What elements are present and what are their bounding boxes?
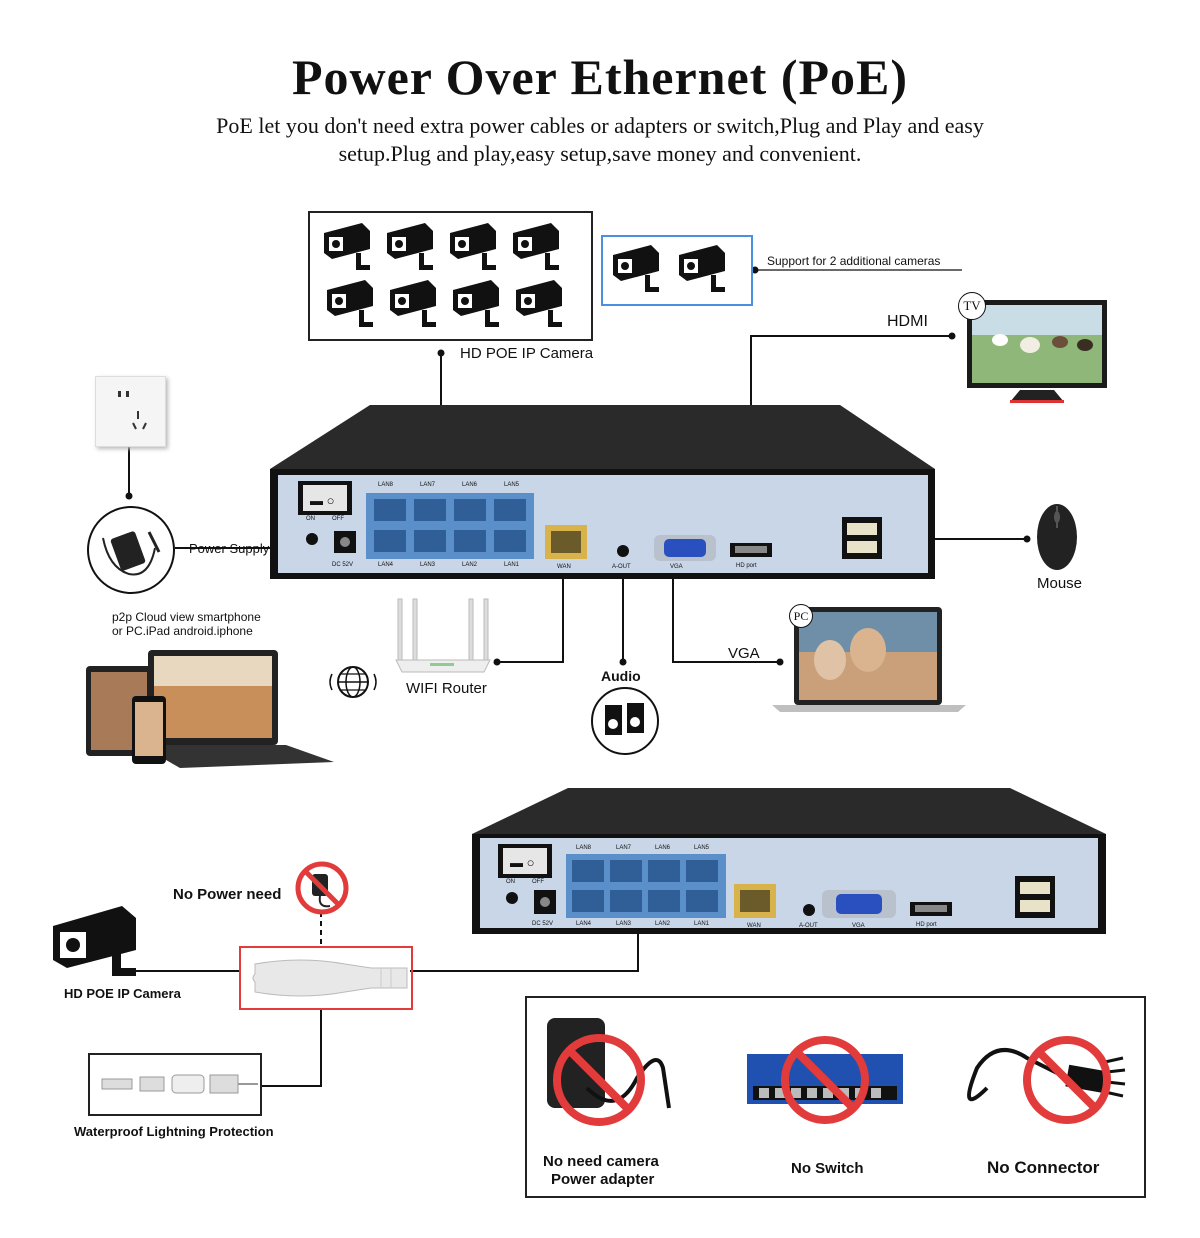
lan7-label-bottom: LAN7	[616, 845, 632, 851]
lan3-label-bottom: LAN3	[616, 921, 632, 927]
lan7-label: LAN7	[420, 482, 436, 488]
no-switch-label: No Switch	[791, 1160, 864, 1177]
lan8-label-bottom: LAN8	[576, 845, 592, 851]
lan2-label-bottom: LAN2	[655, 921, 671, 927]
no-adapter-line-2: Power adapter	[551, 1171, 655, 1188]
switch-off-label-bottom: OFF	[532, 879, 544, 885]
mouse-label: Mouse	[1037, 575, 1083, 592]
p2p-line-2: or PC.iPad android.iphone	[112, 624, 253, 638]
switch-on-label: ON	[306, 516, 315, 522]
hd-port-label: HD port	[736, 563, 757, 569]
camera-group-box	[308, 211, 593, 341]
switch-off-label: OFF	[332, 516, 344, 522]
power-supply-icon	[87, 506, 175, 594]
switch-on-label-bottom: ON	[506, 879, 515, 885]
no-power-need-label: No Power need	[173, 886, 282, 903]
tv-badge: TV	[958, 292, 986, 320]
waterproof-box	[88, 1053, 262, 1116]
audio-label: Audio	[601, 668, 641, 684]
no-connector-label: No Connector	[987, 1158, 1100, 1177]
hd-port-label-bottom: HD port	[916, 922, 937, 928]
vga-label: VGA	[728, 645, 760, 662]
nvr-body-bottom	[472, 788, 1106, 934]
additional-camera-box	[601, 235, 753, 306]
power-switch-glyph-bottom[interactable]: ▬ ○	[510, 855, 535, 870]
lan1-label-bottom: LAN1	[694, 921, 710, 927]
power-switch-glyph[interactable]: ▬ ○	[310, 493, 335, 508]
speaker-icon	[591, 687, 659, 755]
lan2-label: LAN2	[462, 562, 478, 568]
nvr-recorder-bottom: ▬ ○ ON OFF LAN8 LAN7 LAN6 LAN5 LAN4 LAN3…	[472, 788, 1106, 934]
no-adapter-line-1: No need camera	[543, 1153, 659, 1170]
waterproof-glyph	[101, 1074, 258, 1094]
hdmi-label: HDMI	[887, 313, 928, 330]
nvr-recorder-top: ▬ ○ ON OFF LAN8 LAN7 LAN6 LAN5 LAN4 LAN3…	[270, 405, 935, 579]
no-needs-panel: No need camera Power adapter No Switch N…	[525, 996, 1146, 1198]
nvr-body	[270, 405, 935, 579]
hd-poe-camera-label-top: HD POE IP Camera	[460, 345, 594, 362]
additional-camera-icons	[613, 245, 725, 292]
dc-label: DC 52V	[332, 562, 354, 568]
lan4-label: LAN4	[378, 562, 394, 568]
lan5-label-bottom: LAN5	[694, 845, 710, 851]
camera-icons	[324, 223, 562, 327]
hd-poe-camera-label-bottom: HD POE IP Camera	[64, 986, 181, 1001]
support-cameras-label: Support for 2 additional cameras	[767, 254, 941, 268]
page-title: Power Over Ethernet (PoE)	[291, 49, 909, 105]
wan-label-bottom: WAN	[747, 923, 761, 929]
aout-label-bottom: A-OUT	[799, 923, 818, 929]
lan3-label: LAN3	[420, 562, 436, 568]
waterproof-label: Waterproof Lightning Protection	[74, 1124, 274, 1139]
dc-label-bottom: DC 52V	[532, 921, 554, 927]
poe-splitter-glyph	[252, 959, 408, 997]
vga-port-label: VGA	[670, 564, 683, 570]
wall-socket-icon	[95, 376, 166, 447]
p2p-line-1: p2p Cloud view smartphone	[112, 610, 261, 624]
power-supply-label: Power Supply	[189, 541, 270, 556]
socket-holes	[118, 391, 147, 430]
aout-label: A-OUT	[612, 564, 631, 570]
lan5-label: LAN5	[504, 482, 520, 488]
wan-label: WAN	[557, 564, 571, 570]
lan8-label: LAN8	[378, 482, 394, 488]
no-needs-icons	[547, 1018, 1126, 1126]
lan4-label-bottom: LAN4	[576, 921, 592, 927]
vga-port-label-bottom: VGA	[852, 923, 865, 929]
power-adapter-glyph	[102, 531, 161, 576]
lan6-label: LAN6	[462, 482, 478, 488]
page-subtitle: PoE let you don't need extra power cable…	[216, 113, 984, 166]
speaker-glyph	[605, 703, 644, 735]
lan1-label: LAN1	[504, 562, 520, 568]
wifi-router-label: WIFI Router	[406, 680, 487, 697]
poe-splitter-box	[239, 946, 413, 1010]
lan6-label-bottom: LAN6	[655, 845, 671, 851]
pc-badge: PC	[789, 604, 813, 628]
